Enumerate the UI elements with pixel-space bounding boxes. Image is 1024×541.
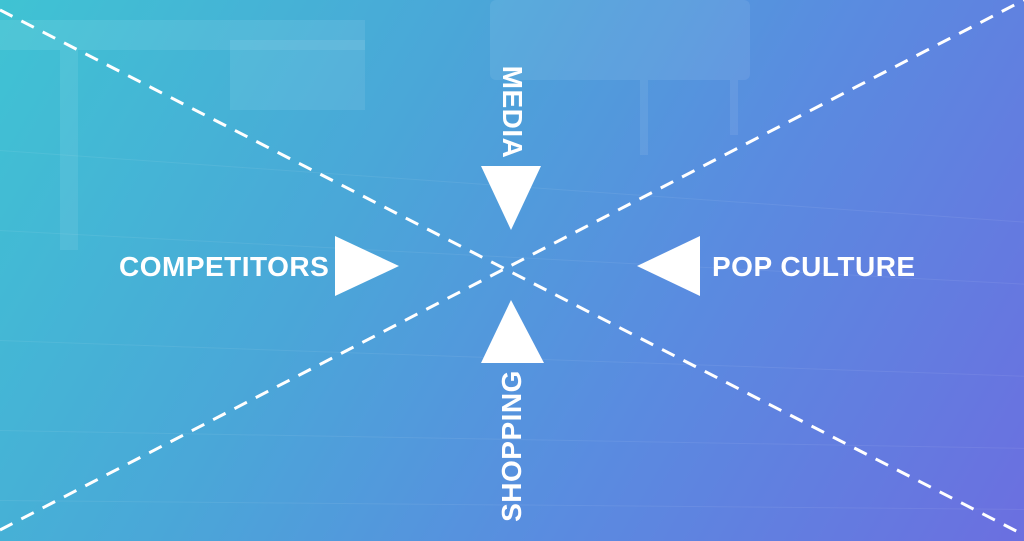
background-table (0, 20, 365, 50)
background-chair-leg (640, 80, 648, 155)
background-chair-leg (730, 80, 738, 135)
background-chair (490, 0, 750, 80)
triangle-down-icon (481, 166, 541, 230)
background-table-side (230, 40, 365, 110)
label-competitors: COMPETITORS (119, 251, 330, 282)
triangle-left-icon (637, 236, 700, 296)
diagonal-dashed-line (0, 0, 1024, 530)
label-media: MEDIA (497, 65, 528, 159)
label-shopping: SHOPPING (496, 370, 527, 522)
background-table-leg (60, 50, 78, 250)
triangle-right-icon (335, 236, 399, 296)
triangle-up-icon (481, 300, 544, 363)
label-pop-culture: POP CULTURE (712, 251, 916, 282)
